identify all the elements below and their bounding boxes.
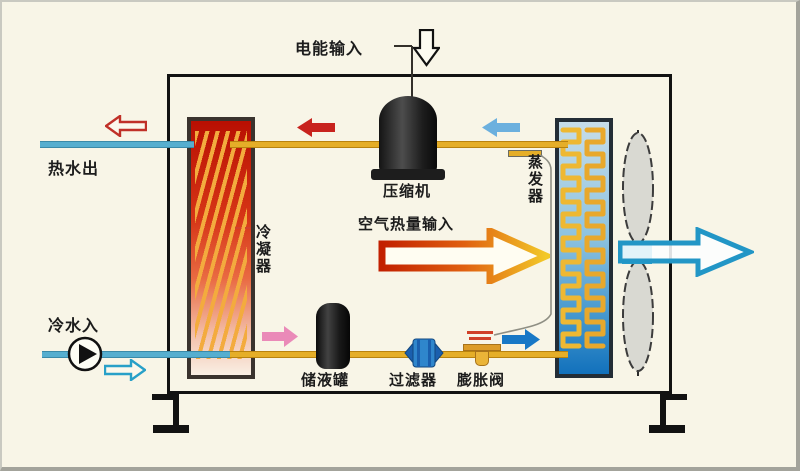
cold-water-in-arrow-icon <box>104 359 146 381</box>
liquid-receiver-label: 储液罐 <box>301 371 350 389</box>
expansion-out-arrow-icon <box>502 329 540 350</box>
liquid-pipe <box>230 351 568 358</box>
evaporator-outlet-stub <box>508 150 542 157</box>
electric-lead-vertical <box>411 46 413 97</box>
hot-water-out-label: 热水出 <box>48 159 100 178</box>
electric-input-label: 电能输入 <box>295 39 364 58</box>
cold-water-in-label: 冷水入 <box>48 316 100 335</box>
expansion-valve-bulb-fin <box>467 331 493 334</box>
suction-flow-arrow-icon <box>482 118 520 137</box>
air-heat-input-arrow-icon <box>378 228 550 284</box>
hot-water-out-arrow-icon <box>105 115 147 137</box>
filter-label: 过滤器 <box>389 371 438 389</box>
hot-water-pipe <box>40 141 194 148</box>
condenser-body <box>187 117 255 379</box>
unit-enclosure-outline <box>167 74 672 394</box>
expansion-valve-label: 膨胀阀 <box>457 371 506 389</box>
left-foot-base <box>153 425 189 433</box>
right-foot-leg <box>660 394 666 431</box>
expansion-valve-stem <box>475 351 489 366</box>
liquid-flow-arrow-icon <box>262 326 298 347</box>
condenser-label: 冷凝器 <box>254 224 272 275</box>
hot-gas-flow-arrow-icon <box>297 118 335 137</box>
air-heat-input-label: 空气热量输入 <box>358 215 455 233</box>
expansion-valve-bulb-fin2 <box>469 337 491 340</box>
filter-icon <box>404 338 444 368</box>
cold-water-pipe <box>42 351 232 358</box>
liquid-receiver-body <box>316 303 350 369</box>
water-pump-icon <box>67 336 103 372</box>
condenser-leader-line <box>235 227 251 229</box>
air-flow-arrow-icon <box>618 227 754 277</box>
electric-input-arrow-icon <box>413 29 440 67</box>
left-foot-top <box>152 394 179 400</box>
compressor-base <box>371 169 445 180</box>
compressor-body <box>379 96 437 172</box>
right-foot-top <box>660 394 687 400</box>
right-foot-base <box>649 425 685 433</box>
condenser-coil <box>195 131 247 359</box>
compressor-label: 压缩机 <box>383 182 432 200</box>
left-foot-leg <box>173 394 179 431</box>
expansion-valve-flange <box>463 344 501 351</box>
evaporator-label: 蒸发器 <box>526 154 544 205</box>
electric-lead-horizontal <box>394 45 412 47</box>
sensing-capillary-line <box>493 154 552 336</box>
evaporator-coil <box>560 127 606 349</box>
